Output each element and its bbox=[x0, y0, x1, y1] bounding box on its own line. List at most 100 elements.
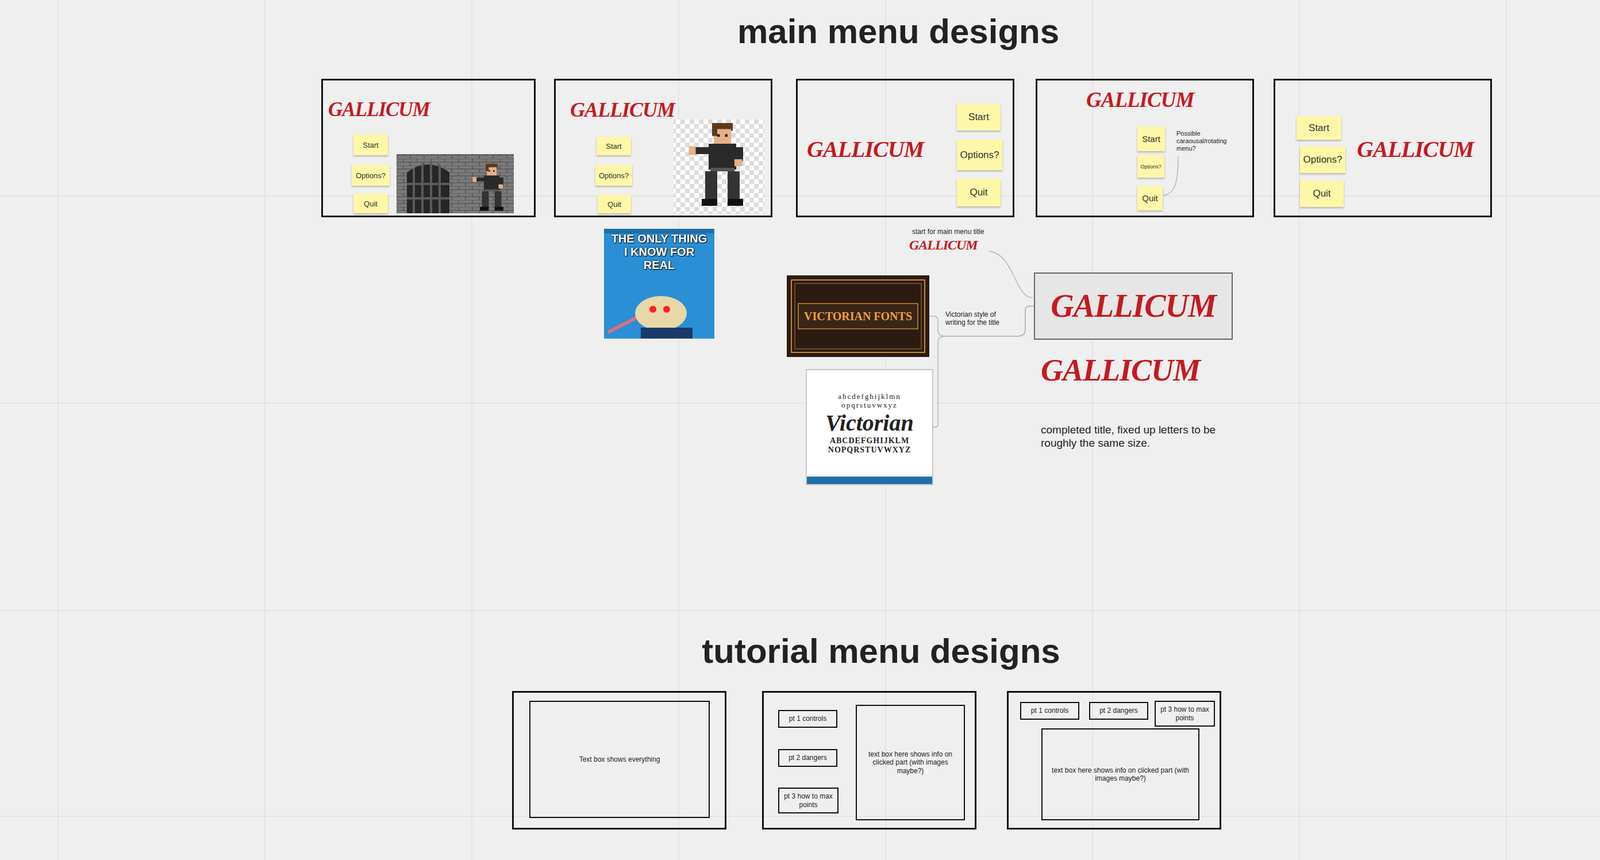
title-logo: GALLICUM bbox=[1040, 353, 1200, 388]
sticky-note: Quit bbox=[597, 194, 632, 214]
heading-holder: main menu designs bbox=[649, 11, 1148, 52]
font-sample-image: VICTORIAN FONTS bbox=[786, 275, 930, 357]
section-heading: tutorial menu designs bbox=[632, 631, 1130, 671]
title-logo-sketch: GALLICUM bbox=[909, 237, 978, 253]
text-box: pt 3 how to max points bbox=[1154, 700, 1215, 727]
alphabet-text: opqrstuvwxyz bbox=[841, 401, 898, 410]
node-text: Quit bbox=[607, 200, 622, 209]
meme-picture bbox=[604, 228, 715, 339]
node-text: Text box shows everything bbox=[579, 755, 661, 764]
dungeon-sprite-image bbox=[396, 154, 514, 214]
text-box: pt 1 controls bbox=[1020, 701, 1080, 720]
node-text: Start bbox=[1141, 133, 1161, 144]
node-text: text box here shows info on clicked part… bbox=[859, 750, 961, 775]
sticky-note: Quit bbox=[956, 178, 1001, 207]
text-box: pt 1 controls bbox=[778, 709, 838, 728]
node-text: Start bbox=[1308, 122, 1330, 134]
node-text: Start bbox=[605, 141, 622, 151]
victorian-fonts-picture bbox=[786, 275, 930, 357]
text-holder: GALLICUM bbox=[1356, 136, 1474, 163]
note-text: Possible caraousal/rotating menu? bbox=[1176, 129, 1240, 153]
connector bbox=[932, 306, 1034, 428]
node-text: pt 3 how to max points bbox=[1158, 705, 1211, 722]
label-holder: start for main menu title bbox=[912, 227, 984, 236]
text-box: Text box shows everything bbox=[529, 700, 710, 818]
character-sprite-image bbox=[673, 119, 765, 214]
menu-frame: GALLICUM StartOptions? Quit bbox=[1035, 78, 1255, 218]
node-text: pt 1 controls bbox=[1031, 706, 1069, 715]
menu-frame: GALLICUM StartOptions? Quit bbox=[795, 78, 1015, 218]
sticky-note: Start bbox=[956, 104, 1001, 131]
node-text: Quit bbox=[363, 199, 378, 209]
meme-image: THE ONLY THING I KNOW FOR REAL bbox=[604, 228, 715, 339]
node-text: Options? bbox=[1140, 163, 1161, 170]
node-text: Start bbox=[968, 111, 990, 123]
node-text: Options? bbox=[598, 171, 629, 180]
connector bbox=[929, 306, 1034, 337]
note-text: completed title, fixed up letters to be … bbox=[1040, 423, 1242, 450]
node-text: Start bbox=[362, 140, 379, 150]
meme-caption: THE ONLY THING I KNOW FOR REAL bbox=[608, 232, 710, 272]
node-text: Quit bbox=[969, 186, 988, 199]
sticky-note: Options? bbox=[351, 164, 390, 186]
text-holder: GALLICUM bbox=[1086, 88, 1194, 113]
text-box: text box here shows info on clicked part… bbox=[1041, 728, 1200, 821]
alphabet-picture bbox=[806, 369, 933, 485]
text-box: text box here shows info on clicked part… bbox=[855, 704, 965, 821]
menu-frame: GALLICUM StartOptions? Quit bbox=[1273, 78, 1492, 218]
title-logo-box: GALLICUM bbox=[1033, 272, 1233, 340]
node-text: pt 1 controls bbox=[789, 714, 827, 723]
text-holder: GALLICUM bbox=[806, 136, 924, 163]
note-text: Victorian style of writing for the title bbox=[945, 310, 1018, 328]
title-logo: GALLICUM bbox=[1086, 88, 1194, 113]
node-text: Options? bbox=[959, 149, 999, 161]
text-holder: GALLICUM bbox=[328, 98, 430, 122]
sticky-note: Quit bbox=[1300, 180, 1344, 207]
label-holder: completed title, fixed up letters to be … bbox=[1040, 423, 1242, 450]
node-text: Quit bbox=[1312, 187, 1331, 200]
sticky-note: Options? bbox=[1137, 155, 1165, 178]
node-text: Options? bbox=[1302, 154, 1342, 166]
menu-frame: GALLICUM StartOptions? Quit bbox=[554, 78, 773, 218]
note-text: start for main menu title bbox=[912, 227, 984, 236]
text-box: pt 3 how to max points bbox=[778, 787, 839, 814]
node-text: Options? bbox=[355, 171, 386, 180]
alphabet-text: abcdefghijklmn bbox=[837, 392, 902, 402]
alphabet-text: ABCDEFGHIJKLM bbox=[829, 436, 910, 446]
label-holder: tutorial menu designs bbox=[632, 631, 1130, 671]
text-box: pt 2 dangers bbox=[1089, 701, 1149, 720]
title-logo: GALLICUM bbox=[1050, 288, 1217, 325]
label-holder: Victorian style of writing for the title bbox=[945, 310, 1018, 328]
tutorial-frame: pt 1 controls pt 2 dangers pt 3 how to max… bbox=[1006, 690, 1222, 830]
sticky-note: Start bbox=[1137, 126, 1165, 152]
page-heading: main menu designs bbox=[649, 11, 1148, 52]
sticky-note: Options? bbox=[1300, 146, 1346, 173]
font-sample-text: VICTORIAN FONTS bbox=[804, 309, 913, 323]
label-holder: Possible caraousal/rotating menu? bbox=[1176, 129, 1240, 153]
tutorial-frame: pt 1 controls pt 2 dangers pt 3 how to max… bbox=[762, 690, 977, 830]
tutorial-frame: Text box shows everything bbox=[512, 690, 727, 830]
sticky-note: Start bbox=[596, 136, 632, 156]
node-text: pt 2 dangers bbox=[1099, 706, 1138, 715]
node-text: text box here shows info on clicked part… bbox=[1045, 766, 1196, 783]
node-text: pt 3 how to max points bbox=[782, 791, 835, 809]
sticky-note: Start bbox=[1296, 116, 1342, 140]
sticky-note: Start bbox=[353, 134, 388, 156]
title-logo: GALLICUM bbox=[806, 136, 924, 163]
text-holder: GALLICUM bbox=[570, 98, 675, 122]
sticky-note: Quit bbox=[353, 193, 388, 214]
label-holder: GALLICUM bbox=[909, 237, 978, 253]
node-text: Quit bbox=[1141, 193, 1159, 203]
node-text: pt 2 dangers bbox=[788, 753, 828, 762]
text-box: pt 2 dangers bbox=[778, 748, 838, 767]
label-holder: GALLICUM bbox=[1040, 353, 1200, 388]
sticky-note: Options? bbox=[956, 139, 1003, 171]
alphabet-text: Victorian bbox=[825, 409, 914, 437]
menu-frame: GALLICUM StartOptions? Quit bbox=[321, 78, 536, 218]
alphabet-image: abcdefghijklmnopqrstuvwxyzVictorianABCDE… bbox=[806, 369, 933, 485]
sticky-note: Options? bbox=[595, 164, 633, 186]
